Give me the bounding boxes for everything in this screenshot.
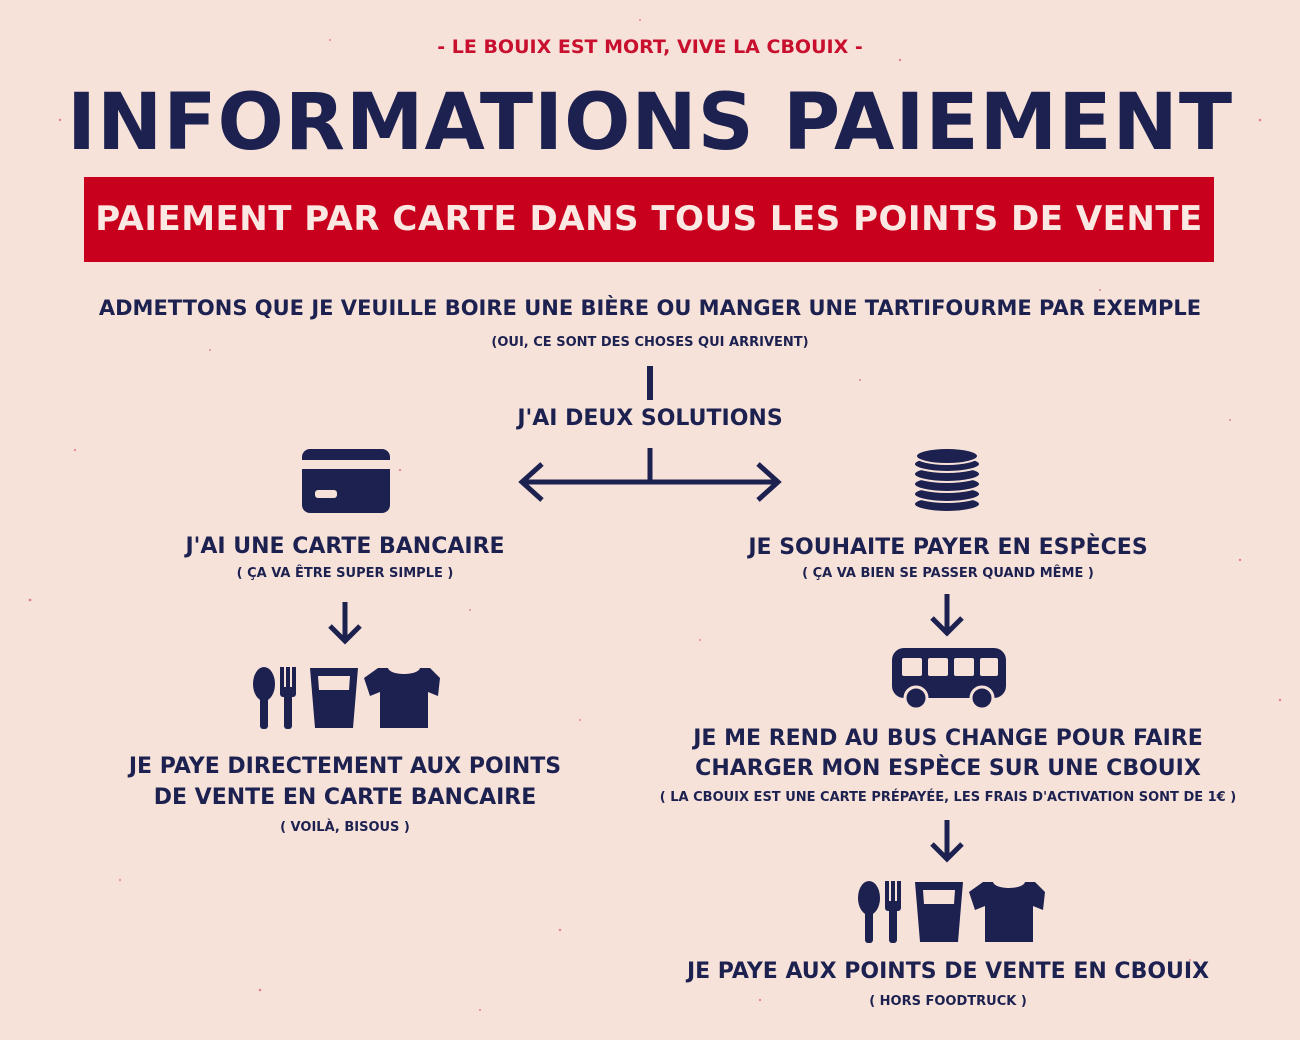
page-title: INFORMATIONS PAIEMENT <box>66 78 1234 168</box>
spoon-fork-icon <box>253 667 296 729</box>
glass-icon <box>915 882 963 942</box>
right-step-line1: JE ME REND AU BUS CHANGE POUR FAIRE <box>693 726 1203 751</box>
solutions-label: J'AI DEUX SOLUTIONS <box>517 406 783 431</box>
coins-icon <box>913 447 981 513</box>
tagline: - LE BOUIX EST MORT, VIVE LA CBOUIX - <box>437 36 863 58</box>
left-result-line1: JE PAYE DIRECTEMENT AUX POINTS <box>128 754 562 779</box>
spoon-fork-icon <box>858 881 901 943</box>
branch-arrow <box>518 448 782 502</box>
left-heading: J'AI UNE CARTE BANCAIRE <box>185 534 505 559</box>
food-drink-merch-icons <box>253 667 440 729</box>
intro-note: (OUI, CE SONT DES CHOSES QUI ARRIVENT) <box>491 335 809 350</box>
arrow-down-icon <box>930 820 964 863</box>
arrow-down-icon <box>328 602 362 645</box>
banner: PAIEMENT PAR CARTE DANS TOUS LES POINTS … <box>84 177 1214 262</box>
credit-card-icon <box>302 449 390 513</box>
bus-icon <box>892 648 1006 711</box>
arrow-down-icon <box>930 594 964 637</box>
glass-icon <box>310 668 358 728</box>
right-result-note: ( HORS FOODTRUCK ) <box>869 994 1027 1009</box>
tshirt-icon <box>364 668 440 728</box>
tshirt-icon <box>969 882 1045 942</box>
left-result-line2: DE VENTE EN CARTE BANCAIRE <box>153 785 537 810</box>
right-heading: JE SOUHAITE PAYER EN ESPÈCES <box>748 535 1148 560</box>
right-note: ( ÇA VA BIEN SE PASSER QUAND MÊME ) <box>802 566 1094 581</box>
left-result-note: ( VOILÀ, BISOUS ) <box>280 820 410 835</box>
food-drink-merch-icons <box>858 881 1045 943</box>
right-result: JE PAYE AUX POINTS DE VENTE EN CBOUIX <box>686 959 1210 984</box>
connector-vertical-top <box>647 366 653 400</box>
left-note: ( ÇA VA ÊTRE SUPER SIMPLE ) <box>236 566 454 581</box>
right-step-line2: CHARGER MON ESPÈCE SUR UNE CBOUIX <box>695 756 1201 781</box>
right-step-note: ( LA CBOUIX EST UNE CARTE PRÉPAYÉE, LES … <box>659 790 1237 805</box>
intro-question: ADMETTONS QUE JE VEUILLE BOIRE UNE BIÈRE… <box>98 296 1202 320</box>
